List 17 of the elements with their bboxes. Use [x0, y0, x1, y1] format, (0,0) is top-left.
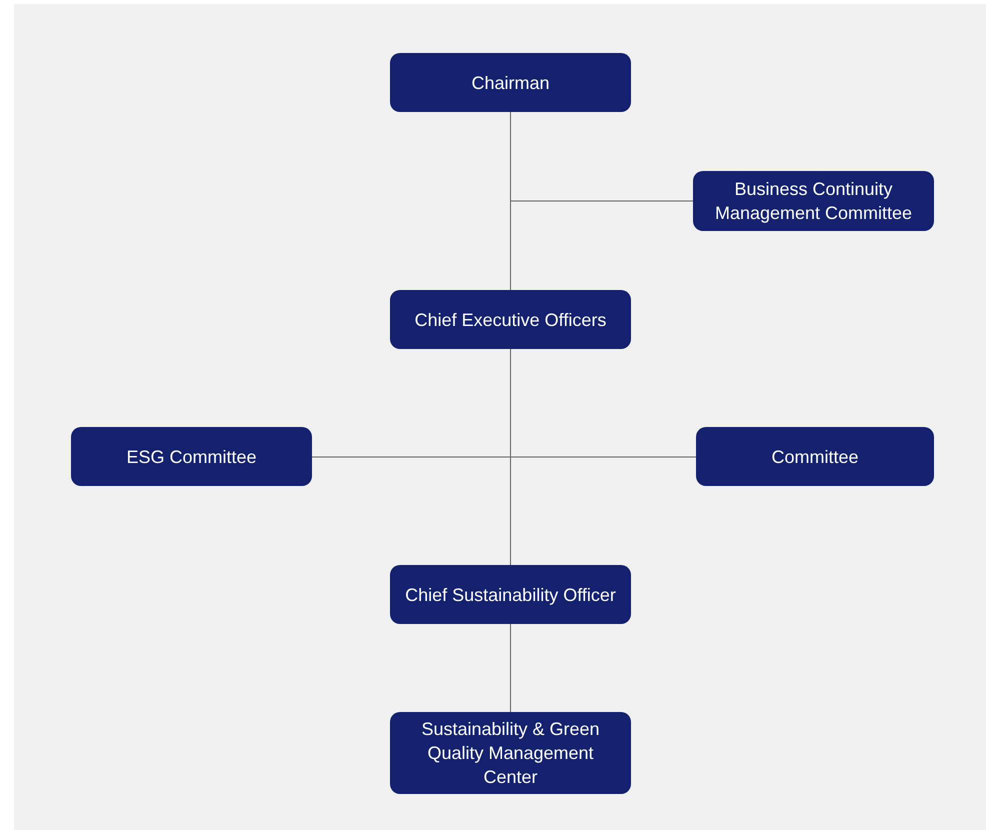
org-box: [696, 427, 934, 486]
org-box: [390, 53, 631, 112]
org-box: [390, 712, 631, 794]
box-title: ESG Committee: [126, 446, 257, 468]
box-title: Sustainability & Green Quality Management Center: [420, 718, 601, 789]
org-box: [71, 427, 312, 486]
connector-line: [510, 112, 694, 202]
org-box: [693, 171, 934, 231]
box-title: Chairman: [471, 72, 550, 94]
box-title: Business Continuity Management Committee: [714, 178, 914, 225]
box-title: Committee: [771, 446, 859, 468]
connector-line: [510, 624, 511, 712]
org-box: [390, 565, 631, 624]
org-box: [390, 290, 631, 349]
box-title: Chief Sustainability Officer: [405, 584, 616, 606]
connector-line: [510, 348, 511, 566]
box-title: Chief Executive Officers: [414, 308, 606, 332]
